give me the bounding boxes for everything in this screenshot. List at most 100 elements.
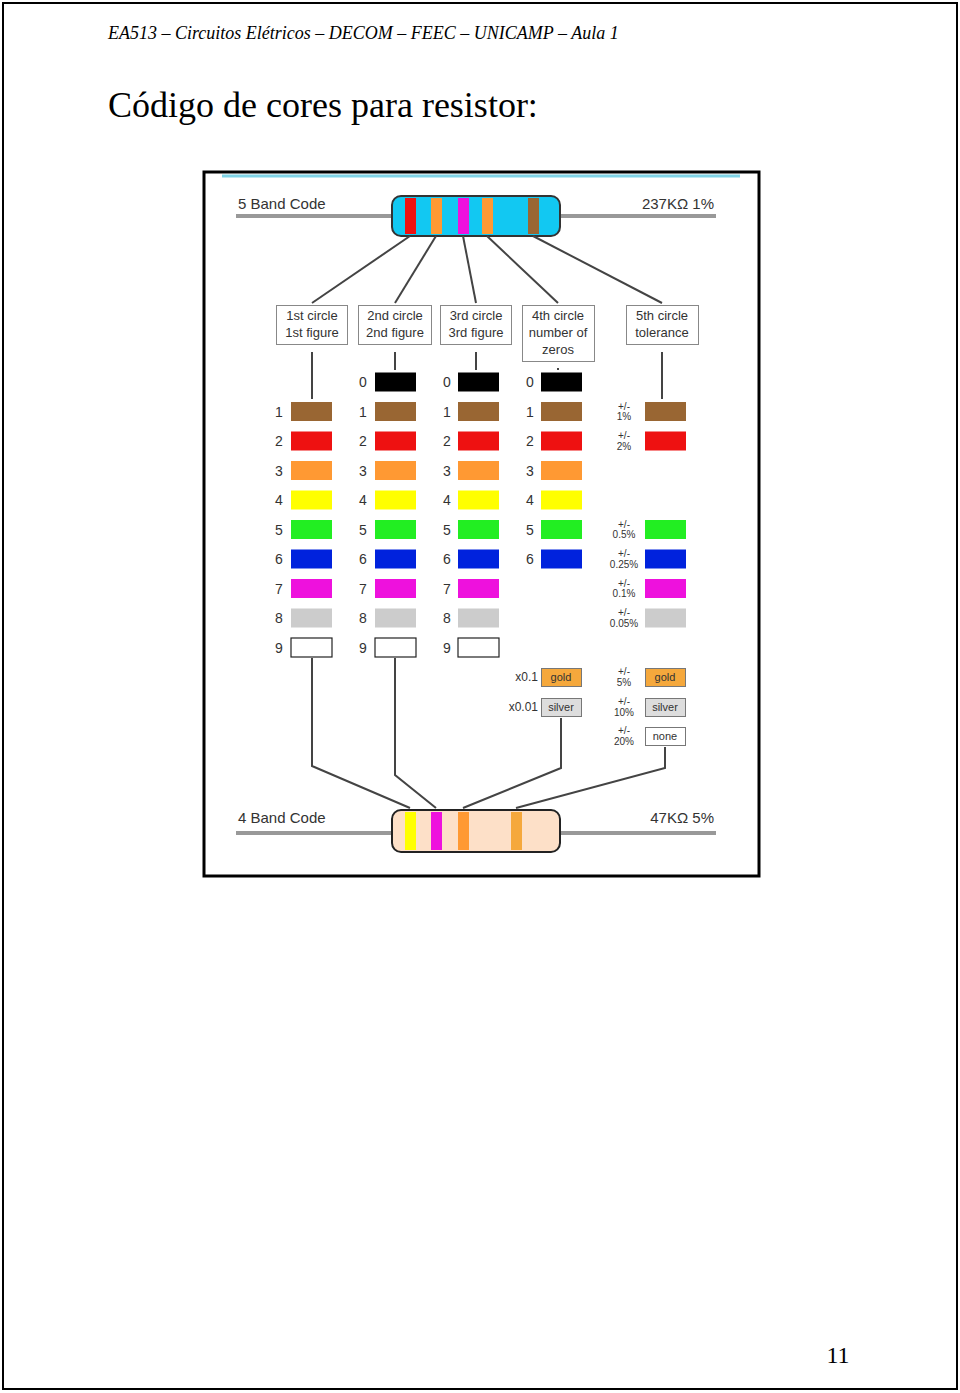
color-swatch	[291, 520, 332, 539]
digit-label: 8	[443, 610, 451, 626]
color-swatch	[458, 638, 499, 657]
node-text: 3rd figure	[444, 325, 508, 342]
digit-label: 5	[526, 522, 534, 538]
title: Código de cores para resistor:	[108, 84, 538, 126]
digit-label: 6	[359, 551, 367, 567]
digit-label: 0	[526, 374, 534, 390]
color-swatches	[291, 373, 686, 658]
color-swatch	[645, 609, 686, 628]
value-label: 237KΩ 1%	[640, 195, 716, 212]
color-swatch	[541, 432, 582, 451]
color-swatch	[645, 579, 686, 598]
digit-label: 7	[359, 581, 367, 597]
node-text: 3rd circle	[444, 308, 508, 325]
multiplier-label: x0.1	[515, 670, 538, 684]
tolerance-label: +/- 5%	[617, 667, 631, 688]
digit-label: 4	[359, 492, 367, 508]
digit-label: 5	[443, 522, 451, 538]
color-swatch	[458, 579, 499, 598]
color-swatch	[645, 402, 686, 421]
band-code-label: 4 Band Code	[236, 809, 328, 826]
color-swatch	[291, 550, 332, 569]
digit-label: 8	[359, 610, 367, 626]
node-text: gold	[648, 669, 683, 686]
node-text: number of zeros	[526, 325, 591, 359]
node-text: 4th circle	[526, 308, 591, 325]
digit-label: 2	[359, 433, 367, 449]
tolerance-label: +/- 1%	[617, 401, 631, 422]
digit-label: 4	[275, 492, 283, 508]
node-text: 1st circle	[280, 308, 344, 325]
color-swatch	[375, 579, 416, 598]
color-swatch	[291, 402, 332, 421]
band-heading-box: 3rd circle3rd figure	[440, 305, 512, 345]
color-swatch	[645, 432, 686, 451]
digit-label: 1	[526, 404, 534, 420]
color-swatch	[458, 432, 499, 451]
multiplier-label: x0.01	[509, 700, 538, 714]
color-swatch	[291, 432, 332, 451]
digit-label: 9	[275, 640, 283, 656]
digit-label: 6	[275, 551, 283, 567]
color-name-box: none	[645, 727, 686, 746]
digit-label: 9	[443, 640, 451, 656]
tolerance-label: +/- 20%	[614, 726, 634, 747]
color-swatch	[541, 520, 582, 539]
digit-label: 4	[443, 492, 451, 508]
digit-label: 3	[359, 463, 367, 479]
color-swatch	[375, 432, 416, 451]
node-text: tolerance	[630, 325, 695, 342]
band-heading-box: 4th circlenumber of zeros	[522, 305, 595, 362]
digit-label: 2	[526, 433, 534, 449]
color-swatch	[375, 520, 416, 539]
band-heading-box: 1st circle1st figure	[276, 305, 348, 345]
node-text: 2nd figure	[362, 325, 428, 342]
tolerance-label: +/- 2%	[617, 431, 631, 452]
digit-label: 1	[359, 404, 367, 420]
node-text: gold	[544, 669, 579, 686]
node-text: silver	[544, 699, 579, 716]
digit-label: 7	[275, 581, 283, 597]
color-name-box: gold	[645, 668, 686, 687]
color-name-box: gold	[541, 668, 582, 687]
color-swatch	[375, 461, 416, 480]
color-swatch	[458, 373, 499, 392]
digit-label: 5	[275, 522, 283, 538]
tolerance-label: +/- 0.5%	[613, 519, 636, 540]
node-text: 5th circle	[630, 308, 695, 325]
digit-label: 3	[526, 463, 534, 479]
digit-label: 6	[443, 551, 451, 567]
digit-label: 2	[443, 433, 451, 449]
digit-label: 5	[359, 522, 367, 538]
color-swatch	[375, 550, 416, 569]
color-swatch	[375, 402, 416, 421]
band-heading-box: 5th circletolerance	[626, 305, 699, 345]
digit-label: 1	[443, 404, 451, 420]
digit-label: 3	[443, 463, 451, 479]
color-swatch	[375, 373, 416, 392]
node-text: 2nd circle	[362, 308, 428, 325]
color-swatch	[291, 461, 332, 480]
digit-label: 9	[359, 640, 367, 656]
header: EA513 – Circuitos Elétricos – DECOM – FE…	[108, 23, 619, 44]
color-swatch	[291, 579, 332, 598]
color-swatch	[458, 461, 499, 480]
tolerance-label: +/- 0.05%	[610, 608, 638, 629]
node-text: none	[648, 728, 683, 745]
node-text: 1st figure	[280, 325, 344, 342]
color-swatch	[541, 550, 582, 569]
tolerance-label: +/- 10%	[614, 697, 634, 718]
color-swatch	[458, 550, 499, 569]
color-swatch	[458, 402, 499, 421]
color-swatch	[541, 402, 582, 421]
digit-label: 4	[526, 492, 534, 508]
color-swatch	[291, 609, 332, 628]
digit-label: 7	[443, 581, 451, 597]
digit-label: 0	[359, 374, 367, 390]
color-name-box: silver	[541, 698, 582, 717]
color-swatch	[541, 373, 582, 392]
node-text: silver	[648, 699, 683, 716]
digit-label: 8	[275, 610, 283, 626]
